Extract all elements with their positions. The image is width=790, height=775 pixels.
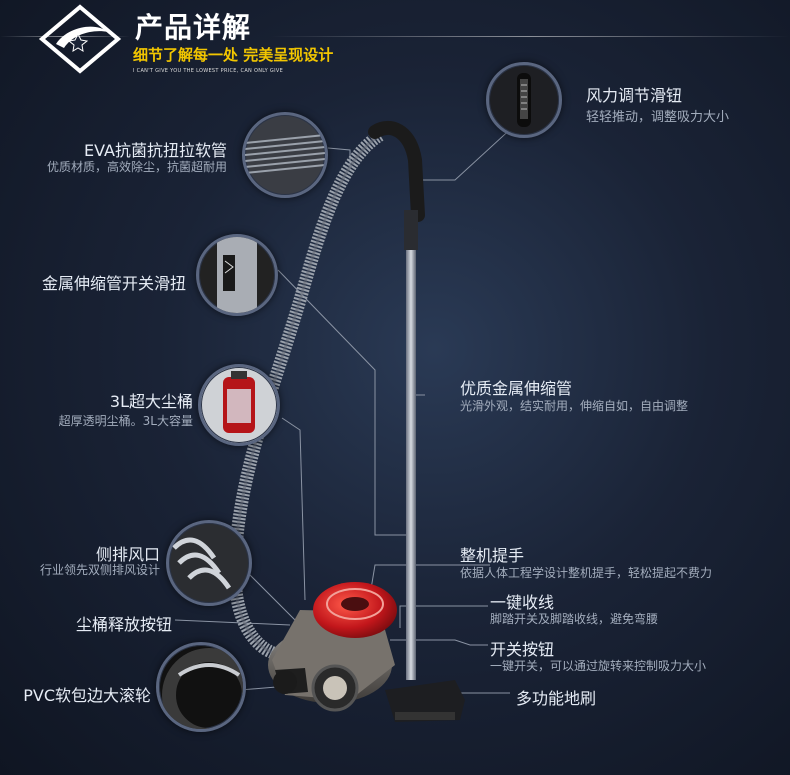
- feature-title-switch: 金属伸缩管开关滑扭: [41, 274, 186, 293]
- feature-title-suction-slider: 风力调节滑钮: [586, 86, 683, 105]
- telescopic-switch-image: [196, 234, 278, 316]
- feature-desc-dustbin: 超厚透明尘桶。3L大容量: [58, 414, 193, 428]
- feature-desc-hose: 优质材质，高效除尘，抗菌超耐用: [46, 160, 227, 174]
- feature-desc-suction-slider: 轻轻推动，调整吸力大小: [586, 110, 730, 125]
- feature-title-metal-tube: 优质金属伸缩管: [460, 379, 573, 398]
- feature-title-floor-brush: 多功能地刷: [516, 689, 597, 708]
- feature-desc-cord-rewind: 脚踏开关及脚踏收线，避免弯腰: [490, 612, 659, 626]
- dust-bin-image: [198, 364, 280, 446]
- page-title: 产品详解: [135, 11, 252, 44]
- feature-title-dustbin: 3L超大尘桶: [109, 392, 193, 411]
- feature-desc-power-button: 一键开关，可以通过旋转来控制吸力大小: [490, 659, 707, 673]
- feature-desc-vent: 行业领先双侧排风设计: [39, 563, 160, 577]
- slider-detail-image: [486, 62, 562, 138]
- page-subtitle: 细节了解每一处 完美呈现设计: [133, 46, 334, 64]
- feature-title-power-button: 开关按钮: [490, 640, 555, 659]
- feature-desc-handle: 依据人体工程学设计整机提手，轻松提起不费力: [460, 566, 713, 580]
- feature-desc-metal-tube: 光滑外观，结实耐用，伸缩自如，自由调整: [460, 399, 689, 413]
- brand-logo: [38, 4, 122, 74]
- header-rule-right: [270, 36, 790, 37]
- hose-detail-image: [242, 112, 328, 198]
- feature-title-cord-rewind: 一键收线: [490, 593, 555, 612]
- feature-title-wheel: PVC软包边大滚轮: [23, 686, 151, 705]
- tagline: I CAN'T GIVE YOU THE LOWEST PRICE, CAN O…: [133, 68, 284, 74]
- feature-title-vent: 侧排风口: [95, 545, 160, 564]
- wheel-detail-image: [156, 642, 246, 732]
- feature-title-hose: EVA抗菌抗扭拉软管: [84, 141, 227, 160]
- header-rule-left: [0, 36, 130, 37]
- feature-title-release-button: 尘桶释放按钮: [75, 615, 172, 634]
- exhaust-vent-image: [166, 520, 252, 606]
- feature-title-handle: 整机提手: [460, 546, 525, 565]
